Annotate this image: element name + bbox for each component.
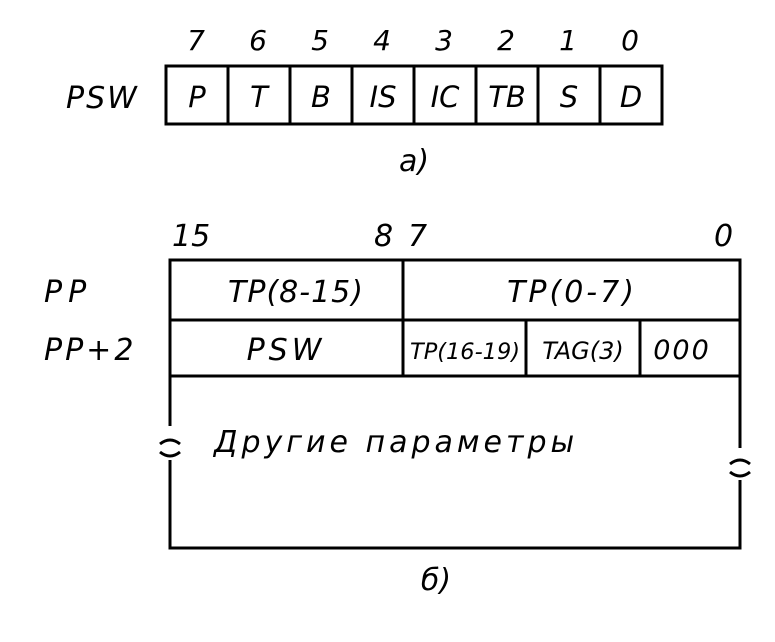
field-psw: PSW [247,333,326,368]
psw-bit-numbers: 7 6 5 4 3 2 1 0 [187,24,639,57]
psw-bit-ic: IC [431,80,461,114]
psw-bit-p: P [188,80,206,114]
block-frame-bottom [168,460,742,550]
bit-number-4: 4 [373,24,391,57]
block-frame-top [168,258,742,448]
psw-bit-s: S [560,80,578,114]
psw-bit-t: T [250,80,270,114]
field-tag-3: TAG(3) [542,337,623,365]
psw-bit-b: B [311,80,331,114]
psw-register-diagram: PSW 7 6 5 4 3 2 1 0 P T B IS IC TB [66,24,664,179]
psw-bit-d: D [620,80,642,114]
field-tp-0-7: TP(0-7) [507,275,637,310]
bit-label-7: 7 [408,219,427,254]
psw-bit-tb: TB [488,80,526,114]
parameter-block-diagram: 15 8 7 0 PP PP+2 TP(8-15) TP(0-7) PSW TP… [44,219,751,598]
psw-register-label: PSW [66,81,139,116]
bit-number-0: 0 [621,24,639,57]
bit-number-7: 7 [187,24,205,57]
left-break-mark [159,438,181,458]
bit-number-6: 6 [249,24,267,57]
bit-number-2: 2 [497,24,515,57]
figure-b-caption: б) [421,563,451,598]
field-tp-16-19: TP(16-19) [410,340,520,365]
bit-number-5: 5 [311,24,329,57]
psw-cell-dividers [226,66,602,124]
psw-bit-is: IS [370,80,397,114]
bit-label-15: 15 [172,219,210,254]
row-label-pp: PP [44,275,92,310]
bit-label-8: 8 [374,219,393,254]
bit-number-1: 1 [559,24,577,57]
bit-label-0: 0 [714,219,733,254]
figure-a-caption: а) [399,144,429,179]
row-label-pp-plus-2: PP+2 [44,333,136,368]
field-zeros: 000 [653,335,711,366]
field-tp-8-15: TP(8-15) [228,275,364,310]
psw-bit-fields: P T B IS IC TB S D [188,80,642,114]
other-parameters-text: Другие параметры [212,425,578,460]
right-break-mark [729,458,751,478]
bit-number-3: 3 [435,24,453,57]
